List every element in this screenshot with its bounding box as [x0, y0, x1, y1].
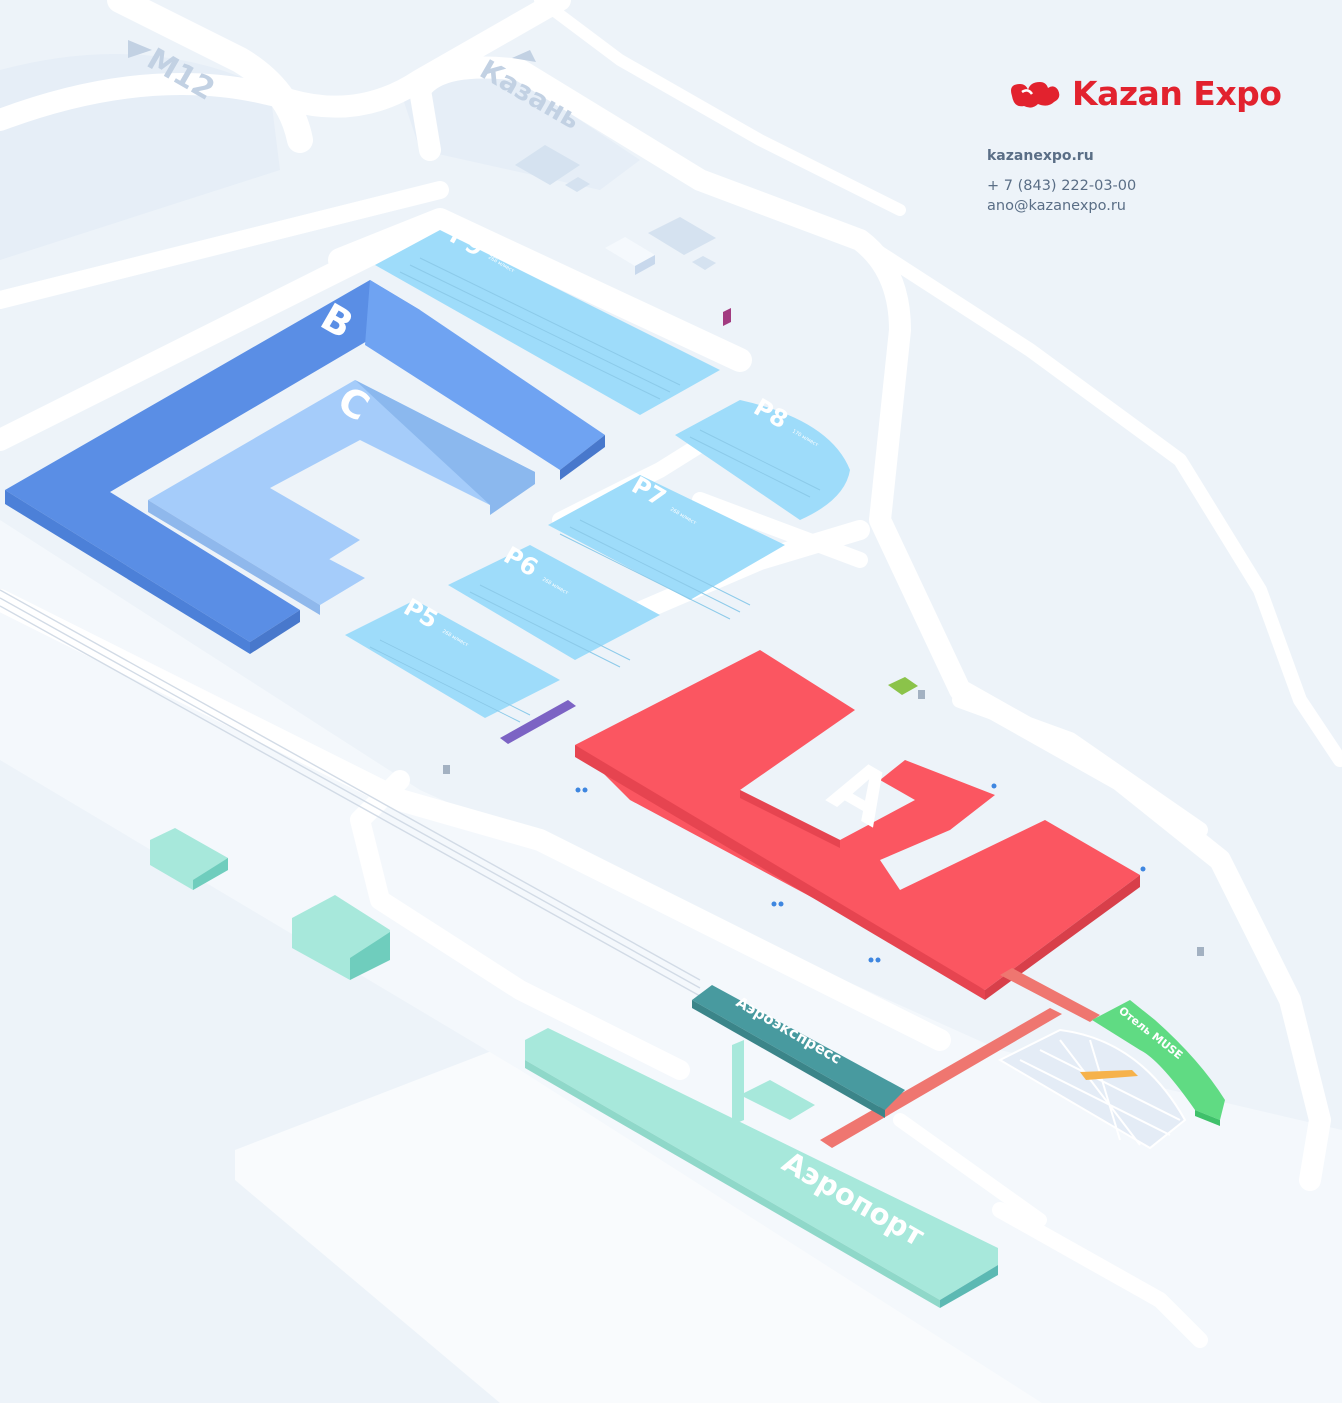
parking-lots [345, 230, 850, 718]
misc-markers [443, 308, 1204, 963]
background-buildings [515, 145, 716, 275]
aeroexpress[interactable] [692, 985, 905, 1118]
email-address[interactable]: ano@kazanexpo.ru [987, 198, 1126, 214]
kazan-expo-logo-icon [1011, 81, 1060, 108]
contact-info: kazanexpo.ru + 7 (843) 222-03-00 ano@kaz… [987, 148, 1136, 216]
brand-logo: Kazan Expo [1008, 74, 1282, 113]
hall-c[interactable] [148, 380, 535, 615]
website-link[interactable]: kazanexpo.ru [987, 148, 1094, 164]
road-arrow-m12-icon [128, 40, 152, 58]
rail-tracks [0, 589, 701, 997]
phone-number[interactable]: + 7 (843) 222-03-00 [987, 178, 1137, 194]
hall-a[interactable] [575, 650, 1140, 1000]
roads [0, 0, 1342, 1348]
green-buildings [150, 828, 390, 980]
hotel-muse[interactable] [1092, 1000, 1225, 1126]
parking-stripes [369, 257, 821, 723]
road-arrow-kazan-icon [512, 50, 536, 62]
airport-plaza [997, 1028, 1187, 1150]
airport[interactable] [525, 1028, 998, 1308]
hall-b[interactable] [5, 280, 605, 654]
brand-name: Kazan Expo [1072, 74, 1282, 113]
